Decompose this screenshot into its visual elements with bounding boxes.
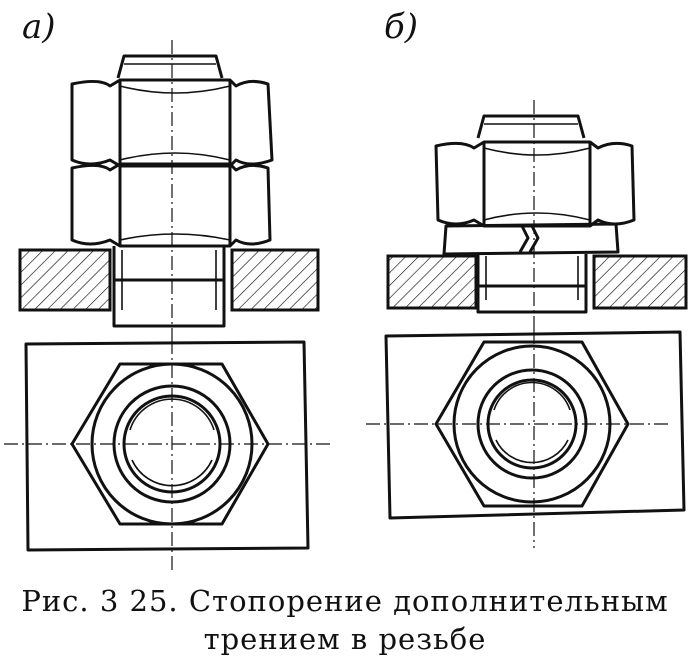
plate-outline-a [24, 340, 310, 552]
nut-b [434, 140, 636, 228]
lower-nut-a [70, 162, 272, 248]
plate-left-a [18, 248, 112, 312]
plate-right-b [592, 254, 688, 310]
spring-washer-b [442, 222, 620, 256]
hex-nut-plan-b [434, 340, 630, 508]
figure-caption-line-1: Рис. 3 25. Стопорение дополнительным [21, 584, 669, 618]
upper-nut-a [70, 78, 274, 168]
figure-label-b: б) [384, 7, 419, 47]
view-b-elevation [386, 100, 688, 330]
figure-label-a: а) [22, 7, 56, 47]
bolt-shank-a [112, 246, 226, 328]
plate-outline-b [384, 330, 686, 520]
bolt-shank-b [476, 254, 588, 314]
bolt-end-a [116, 54, 224, 79]
view-a-elevation [18, 40, 320, 340]
figure-caption-line-2: трением в резьбе [203, 622, 487, 656]
view-b-plan [366, 330, 686, 548]
plate-right-a [230, 248, 320, 312]
bolt-end-b [476, 114, 586, 139]
technical-drawing [4, 40, 688, 570]
view-a-plan [4, 340, 334, 570]
plate-left-b [386, 254, 478, 310]
